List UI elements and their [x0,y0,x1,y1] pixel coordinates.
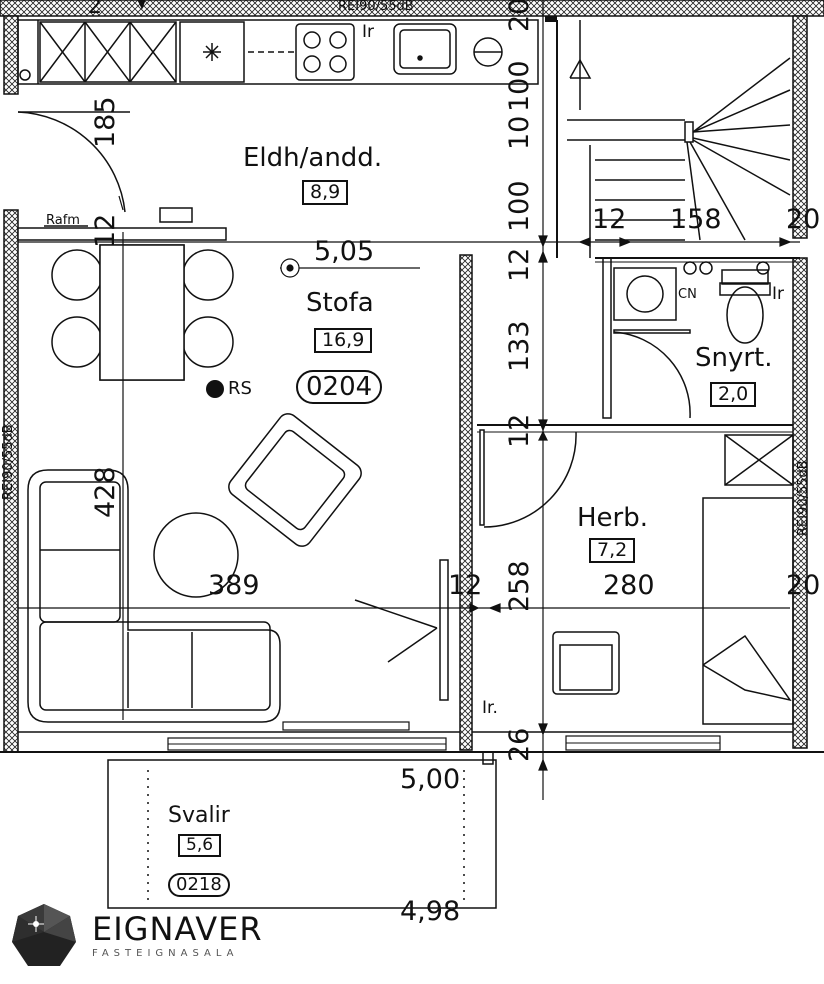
dim-12-mid-a: 12 [504,247,535,282]
wall-rating-top: REI90/55dB [338,0,414,14]
dim-10: 10 [504,115,535,150]
dim-5-05: 5,05 [314,236,375,267]
room-name-stofa: Stofa [306,288,374,318]
fridge-icon [203,43,221,61]
label-cn: CN [678,287,697,302]
dining-table [51,244,234,381]
dim-12-top: 12 [592,204,627,235]
sofa [27,469,281,723]
room-name-eldhus: Eldh/andd. [243,143,383,173]
logo: EIGNAVER FASTEIGNASALA [10,902,263,970]
room-area-svalir: 5,6 [178,834,222,857]
room-area-eldhus: 8,9 [302,180,349,205]
stove-icon [295,23,355,81]
coffee-table [153,512,239,598]
dim-258: 258 [504,560,535,612]
room-name-snyrting: Snyrt. [695,343,773,373]
dim-2-top: 2 [88,0,102,19]
staircase [567,20,791,241]
wc-fixtures [613,261,771,344]
kitchen-counter [17,19,539,85]
logo-name: EIGNAVER [92,910,263,948]
dim-389: 389 [208,570,260,601]
interior-walls [0,20,824,753]
bedroom-door [479,429,577,528]
unit-id-stofa: 0204 [296,370,383,404]
label-rafm: Rafm [46,213,80,228]
dim-158: 158 [670,204,722,235]
room-name-herbergi: Herb. [577,503,649,533]
desk-chair [552,631,620,695]
dishwasher-icon [473,37,503,67]
room-name-svalir: Svalir [168,803,230,828]
unit-id-svalir: 0218 [168,873,230,897]
dim-428: 428 [90,466,121,518]
diamond-logo-icon [12,904,76,966]
dim-100-b: 100 [504,180,535,232]
dim-12-door: 12 [448,570,483,601]
electrical-panel [17,207,227,241]
dimension-lines [18,0,800,800]
entrance-door [17,111,130,213]
kitchen-sink-icon [393,23,457,75]
dim-20-top: 20 [504,0,535,32]
dim-185: 185 [90,96,121,148]
bedroom-wardrobe [724,434,794,486]
dim-20-right-a: 20 [786,204,821,235]
room-area-herbergi: 7,2 [589,538,636,563]
room-area-stofa: 16,9 [314,328,373,353]
smoke-detector: RS [206,380,252,398]
dim-4-98: 4,98 [400,896,461,927]
dim-100-a: 100 [504,60,535,112]
smoke-detector-dot-icon [206,380,224,398]
wall-rating-left: REI90/55dB [1,424,16,500]
armchair [228,413,362,547]
wall-rating-right: REI90/55dB [796,460,811,536]
dim-280: 280 [603,570,655,601]
wc-door [613,329,691,419]
label-ir-bottom: Ir. [482,698,498,718]
dim-5-00: 5,00 [400,764,461,795]
logo-tagline: FASTEIGNASALA [92,948,239,959]
label-ir-kitchen: Ir [362,22,375,42]
smoke-detector-label: RS [228,378,252,399]
room-area-snyrting: 2,0 [710,382,757,407]
dim-12-mid-b: 12 [504,413,535,448]
bed [702,497,794,725]
dim-133: 133 [504,320,535,372]
dim-20-right-b: 20 [786,570,821,601]
label-ir-wc: Ir [772,284,785,304]
dim-12-left: 12 [90,213,121,248]
dim-26: 26 [504,727,535,762]
sliding-door [354,559,449,701]
